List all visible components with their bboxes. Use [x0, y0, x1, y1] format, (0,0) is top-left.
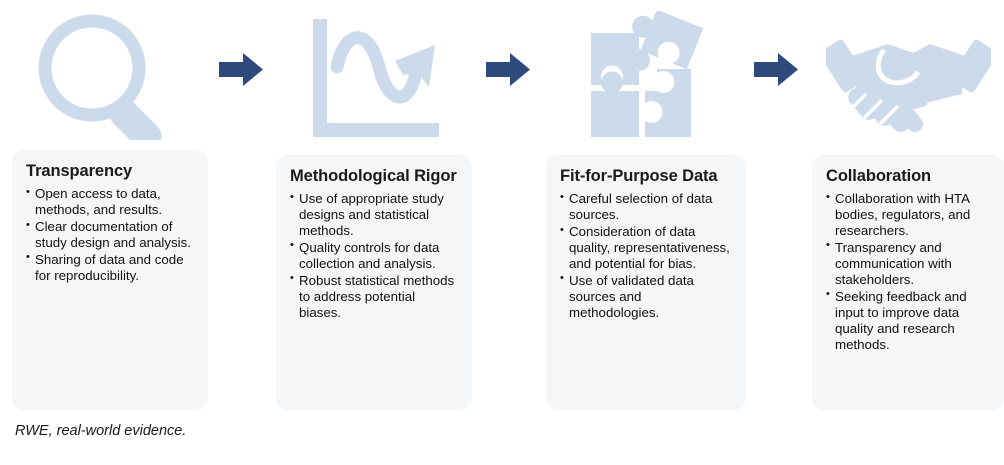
- card-bullet-list: Careful selection of data sources. Consi…: [560, 191, 732, 321]
- card-bullet-list: Use of appropriate study designs and sta…: [290, 191, 458, 321]
- card-bullet-list: Collaboration with HTA bodies, regulator…: [826, 191, 990, 353]
- list-item: Open access to data, methods, and result…: [26, 186, 194, 218]
- card-methodological-rigor: Methodological Rigor Use of appropriate …: [276, 155, 472, 410]
- card-title: Methodological Rigor: [290, 167, 457, 185]
- arrow-right-2: [470, 47, 546, 92]
- card-collaboration: Collaboration Collaboration with HTA bod…: [812, 155, 1004, 410]
- list-item: Seeking feedback and input to improve da…: [826, 288, 990, 353]
- card-title: Fit-for-Purpose Data: [560, 167, 718, 185]
- card-bullet-list: Open access to data, methods, and result…: [26, 186, 194, 284]
- list-item: Use of validated data sources and method…: [560, 272, 732, 321]
- list-item: Sharing of data and code for reproducibi…: [26, 251, 194, 284]
- icon-row: [0, 0, 1004, 150]
- list-item: Clear documentation of study design and …: [26, 219, 194, 251]
- list-item: Consideration of data quality, represent…: [560, 224, 732, 272]
- line-chart-icon: [276, 8, 472, 143]
- list-item: Collaboration with HTA bodies, regulator…: [826, 191, 990, 239]
- list-item: Quality controls for data collection and…: [290, 239, 458, 272]
- card-title: Collaboration: [826, 167, 932, 185]
- list-item: Use of appropriate study designs and sta…: [290, 191, 458, 239]
- handshake-icon: [812, 8, 1004, 143]
- card-transparency: Transparency Open access to data, method…: [12, 150, 208, 410]
- magnifier-icon: [12, 8, 208, 143]
- card-fit-for-purpose-data: Fit-for-Purpose Data Careful selection o…: [546, 155, 746, 410]
- card-title: Transparency: [26, 162, 133, 180]
- footnote-abbreviation: RWE, real-world evidence.: [15, 423, 187, 439]
- list-item: Careful selection of data sources.: [560, 191, 732, 223]
- arrow-right-3: [740, 47, 812, 92]
- list-item: Transparency and communication with stak…: [826, 239, 990, 288]
- arrow-right-1: [206, 47, 276, 92]
- list-item: Robust statistical methods to address po…: [290, 272, 458, 321]
- puzzle-pieces-icon: [546, 8, 742, 143]
